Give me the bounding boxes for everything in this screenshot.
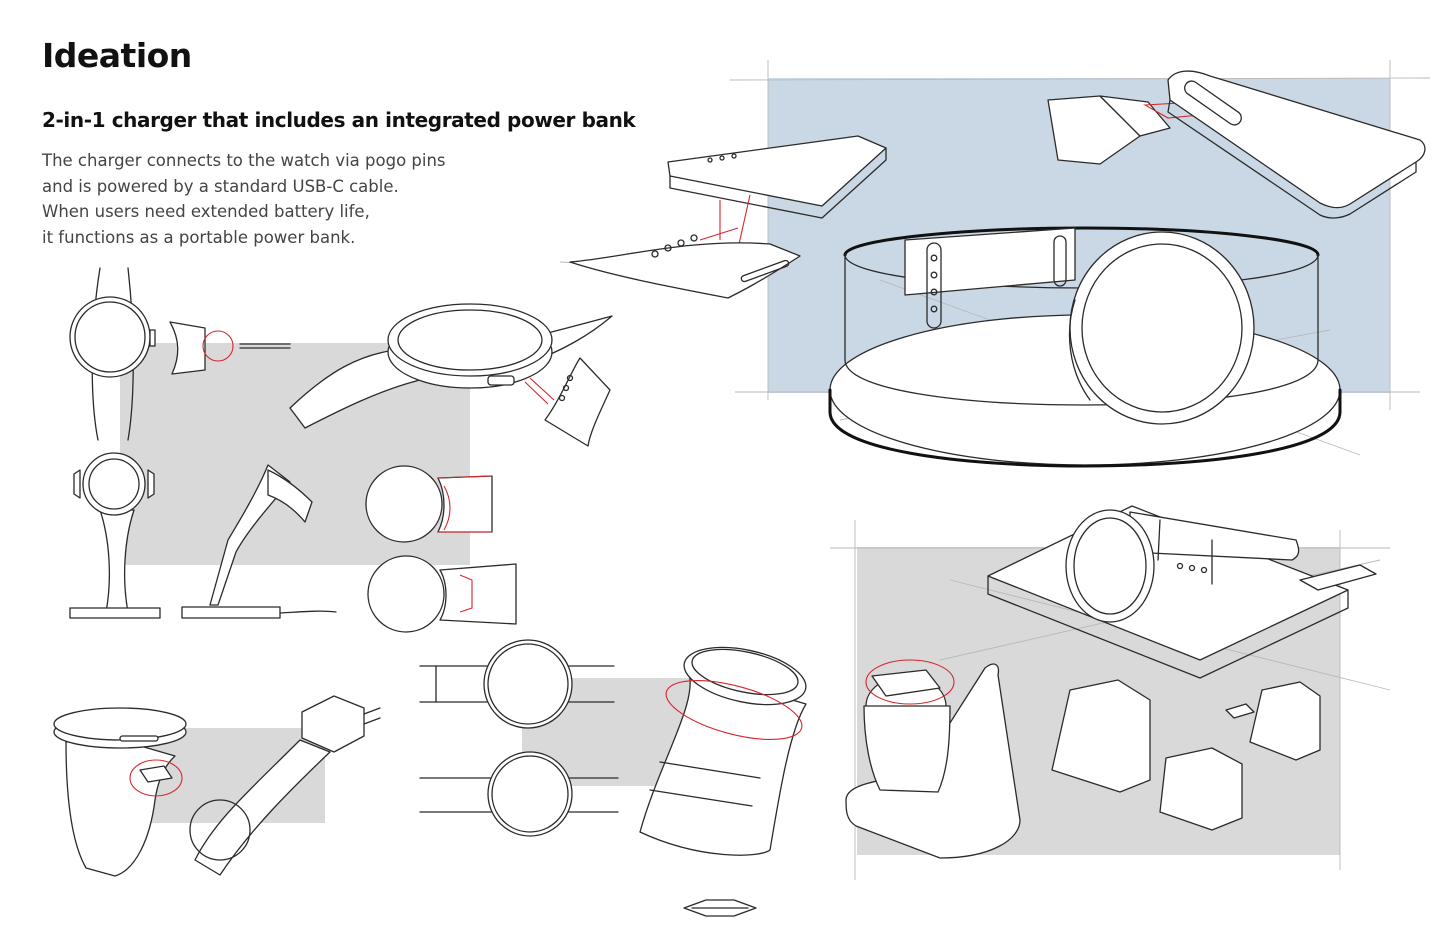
concept-description: The charger connects to the watch via po… — [42, 148, 482, 250]
watch-clip-sketch — [53, 695, 381, 877]
arch-stand-sketches — [845, 659, 1321, 859]
concept-subtitle: 2-in-1 charger that includes an integrat… — [42, 108, 636, 132]
pogo-pin-cradle-sketch — [569, 135, 887, 299]
watch-strap-sketch — [289, 303, 613, 447]
watch-band-fronts-sketch — [419, 639, 619, 837]
description-line: The charger connects to the watch via po… — [42, 151, 446, 170]
round-dock-sketch — [828, 226, 1342, 468]
page-title: Ideation — [42, 36, 192, 75]
page-ornament-icon — [683, 899, 757, 917]
t-stand-charger-sketch — [69, 452, 337, 619]
power-bank-sketch — [1047, 70, 1426, 219]
description-line: When users need extended battery life, — [42, 202, 370, 221]
description-line: it functions as a portable power bank. — [42, 227, 356, 247]
cone-dock-sketch — [639, 646, 807, 856]
watch-front-sketches — [365, 465, 517, 633]
watch-side-sketch — [69, 267, 291, 441]
flat-pad-sketch — [987, 505, 1377, 679]
description-line: and is powered by a standard USB-C cable… — [42, 176, 399, 196]
